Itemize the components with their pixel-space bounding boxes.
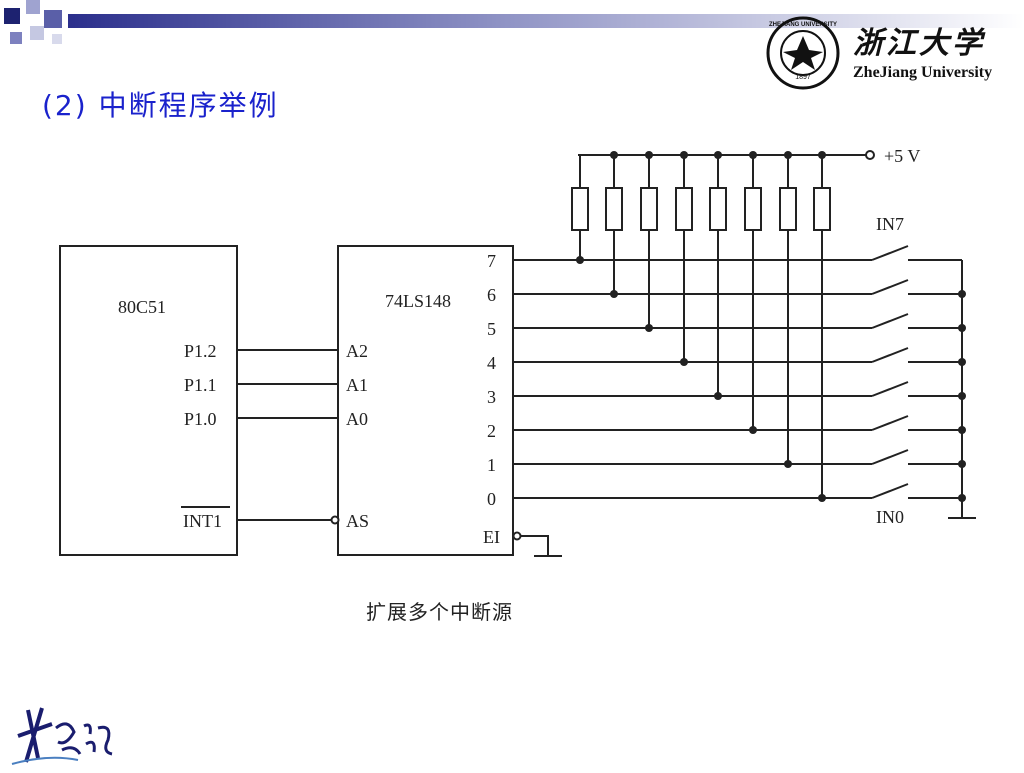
cpu-pin-p12: P1.2: [184, 341, 217, 361]
encoder-pin-1: 1: [487, 455, 496, 475]
encoder-pin-a0: A0: [346, 409, 368, 429]
supply-terminal: [865, 150, 875, 160]
seal-text: ZHEJIANG UNIVERSITY: [769, 22, 837, 28]
calligraphy-icon: [11, 707, 113, 765]
seal-year: 1897: [795, 74, 811, 81]
slide-title: (2) 中断程序举例: [42, 89, 279, 122]
encoder-pin-5: 5: [487, 319, 496, 339]
university-seal-icon: 1897 ZHEJIANG UNIVERSITY: [766, 16, 840, 90]
supply-label: +5 V: [884, 146, 920, 166]
encoder-pin-6: 6: [487, 285, 496, 305]
junction-dots: [576, 151, 966, 502]
university-logo: 1897 ZHEJIANG UNIVERSITY 浙江大学 ZheJiang U…: [765, 14, 1020, 92]
resistor-array: [571, 155, 831, 498]
encoder-pin-a1: A1: [346, 375, 368, 395]
ei-inversion-bubble: [512, 531, 522, 541]
encoder-label: 74LS148: [385, 291, 451, 311]
cpu-pin-p11: P1.1: [184, 375, 217, 395]
university-name-cn: 浙江大学: [853, 26, 985, 61]
cpu-label: 80C51: [118, 297, 166, 317]
encoder-pin-as: AS: [346, 511, 369, 531]
cpu-pin-int1: INT1: [183, 511, 222, 531]
encoder-pin-2: 2: [487, 421, 496, 441]
encoder-pin-7: 7: [487, 251, 496, 271]
wire-ei-ground: [521, 535, 549, 556]
switch-label-in0: IN0: [876, 507, 904, 527]
figure-caption: 扩展多个中断源: [366, 600, 513, 624]
encoder-pin-3: 3: [487, 387, 496, 407]
cpu-pin-p10: P1.0: [184, 409, 217, 429]
encoder-pin-ei: EI: [483, 527, 500, 547]
cpu-box: [59, 245, 238, 556]
signature-logo: [8, 698, 118, 768]
encoder-pin-4: 4: [487, 353, 496, 373]
switch-label-in7: IN7: [876, 214, 904, 234]
university-name-en: ZheJiang University: [853, 64, 993, 81]
as-inversion-bubble: [330, 515, 340, 525]
encoder-box: [337, 245, 514, 556]
encoder-pin-0: 0: [487, 489, 496, 509]
switch-array: [513, 245, 976, 519]
encoder-pin-a2: A2: [346, 341, 368, 361]
